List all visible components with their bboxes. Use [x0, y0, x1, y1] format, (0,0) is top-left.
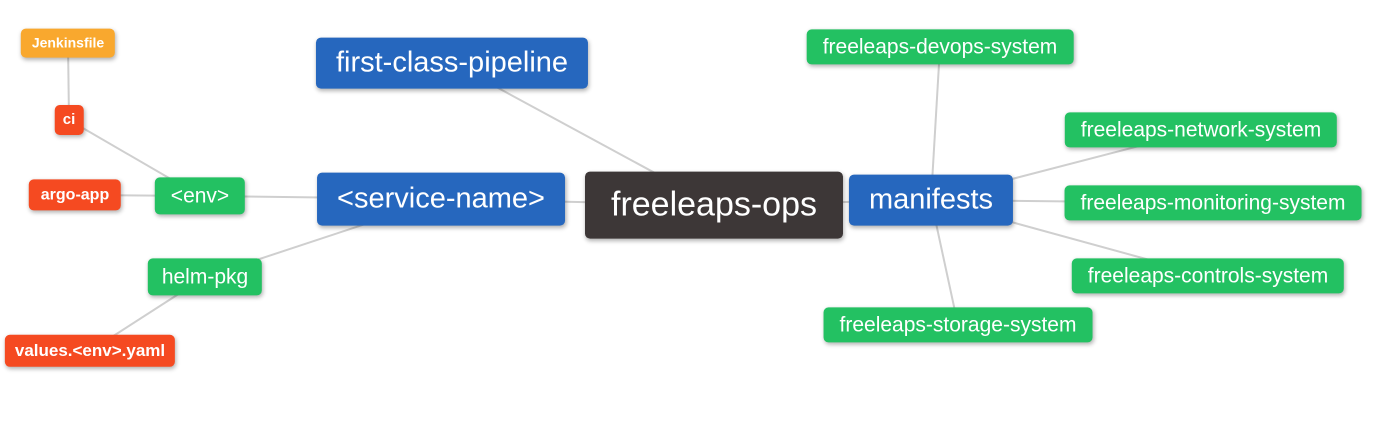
node-freeleaps-devops-system[interactable]: freeleaps-devops-system: [806, 29, 1074, 65]
node-service-name[interactable]: <service-name>: [317, 172, 565, 226]
node-freeleaps-monitoring-system[interactable]: freeleaps-monitoring-system: [1064, 185, 1362, 221]
node-manifests[interactable]: manifests: [848, 174, 1014, 226]
node-values-env-yaml[interactable]: values.<env>.yaml: [4, 334, 176, 368]
node-freeleaps-storage-system[interactable]: freeleaps-storage-system: [823, 307, 1093, 343]
node-freeleaps-controls-system[interactable]: freeleaps-controls-system: [1071, 258, 1345, 294]
node-freeleaps-ops-root[interactable]: freeleaps-ops: [584, 171, 844, 239]
node-freeleaps-network-system[interactable]: freeleaps-network-system: [1064, 112, 1338, 148]
node-helm-pkg[interactable]: helm-pkg: [147, 258, 263, 296]
edge-manifests-devops: [930, 46, 941, 201]
node-jenkinsfile[interactable]: Jenkinsfile: [20, 28, 116, 58]
node-argo-app[interactable]: argo-app: [28, 179, 122, 211]
node-env[interactable]: <env>: [154, 177, 246, 215]
node-first-class-pipeline[interactable]: first-class-pipeline: [315, 37, 589, 89]
node-ci[interactable]: ci: [54, 105, 84, 135]
